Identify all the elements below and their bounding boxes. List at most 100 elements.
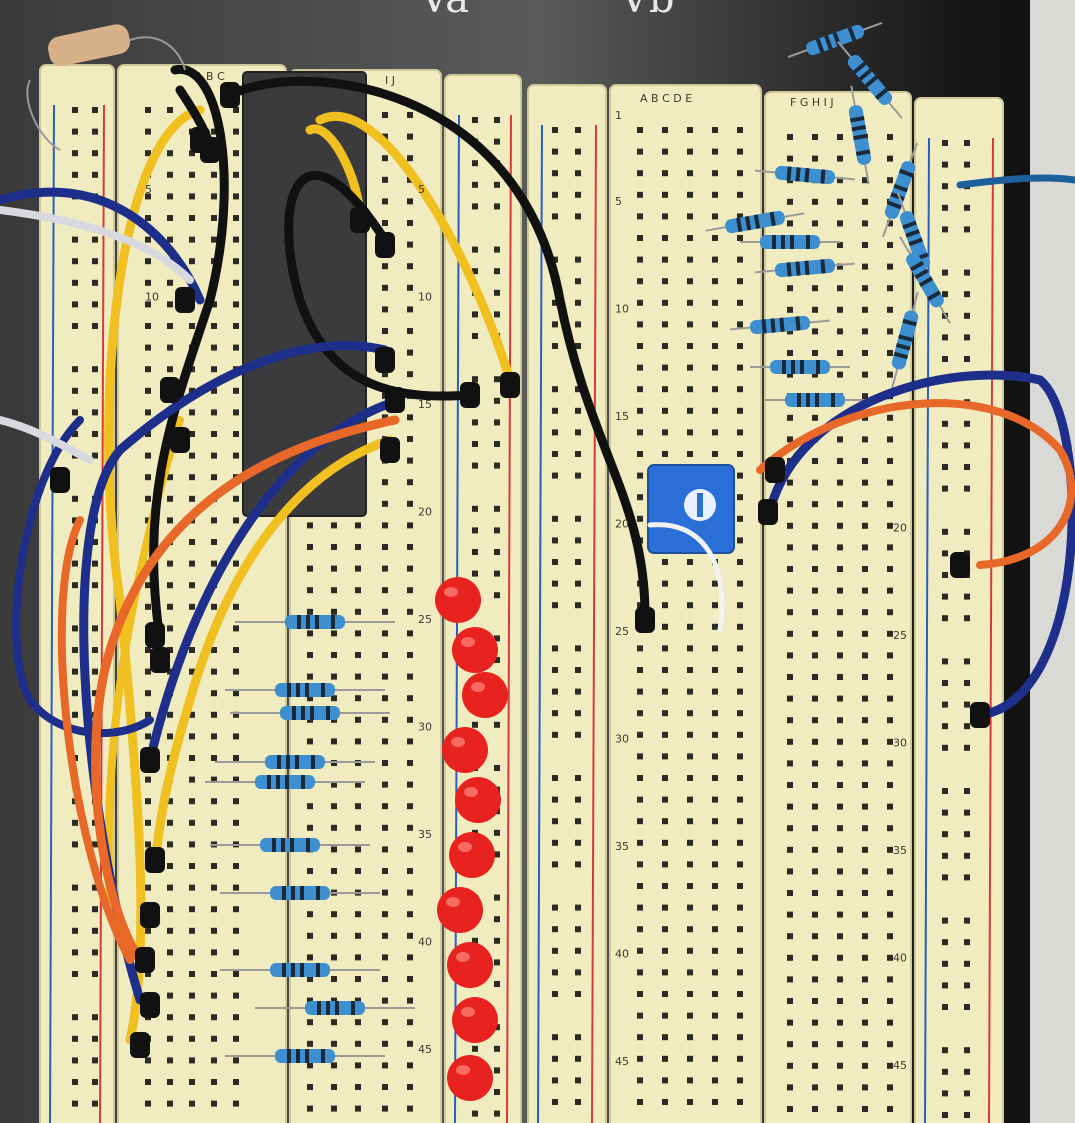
potentiometer[interactable] [647, 464, 735, 554]
hole [407, 760, 413, 766]
hole [737, 191, 743, 198]
hole [233, 798, 239, 805]
hole [837, 630, 843, 637]
hole [787, 911, 793, 918]
hole [787, 479, 793, 486]
resistor [750, 360, 850, 374]
hole [737, 299, 743, 306]
hole [812, 220, 818, 227]
hole [189, 215, 195, 221]
hole [737, 667, 743, 673]
hole [812, 285, 818, 292]
hole [712, 883, 718, 889]
hole [964, 593, 970, 600]
hole [145, 128, 151, 135]
hole [812, 198, 818, 205]
hole [637, 818, 643, 825]
hole [812, 328, 818, 335]
hole [145, 733, 151, 740]
hole [787, 868, 793, 875]
hole [942, 809, 948, 816]
hole [837, 998, 843, 1004]
hole [862, 566, 868, 572]
row-number: 10 [418, 291, 432, 304]
hole [307, 954, 313, 961]
hole [211, 1057, 217, 1064]
hole [575, 947, 581, 954]
hole [407, 349, 413, 356]
hole [887, 630, 893, 637]
hole [862, 1084, 868, 1091]
row-number: 25 [893, 629, 907, 642]
hole [382, 522, 388, 529]
hole [712, 861, 718, 868]
hole [862, 1062, 868, 1069]
hole [637, 321, 643, 328]
hole [964, 615, 970, 622]
hole [189, 884, 195, 891]
hole [233, 344, 239, 351]
hole [862, 782, 868, 788]
hole [575, 1055, 581, 1062]
hole [382, 306, 388, 313]
hole [189, 949, 195, 956]
hole [472, 311, 478, 318]
wire-orange [756, 399, 1075, 569]
hole [637, 904, 643, 911]
terminal-strip [764, 91, 912, 1123]
hole [233, 647, 239, 653]
hole [355, 565, 361, 572]
hole [662, 688, 668, 695]
hole [233, 625, 239, 632]
hole [189, 819, 195, 826]
hole [637, 775, 643, 781]
hole [662, 1055, 668, 1062]
hole [575, 839, 581, 846]
hole [787, 738, 793, 745]
hole [687, 191, 693, 198]
label-va: Va [419, 0, 469, 22]
hole [382, 220, 388, 226]
hole [382, 1040, 388, 1047]
hole [92, 431, 98, 437]
hole [887, 760, 893, 767]
hole [942, 788, 948, 794]
hole [233, 387, 239, 394]
hole [72, 560, 78, 567]
hole [887, 717, 893, 724]
hole [575, 796, 581, 803]
hole [662, 407, 668, 414]
hole [167, 647, 173, 653]
hole [662, 364, 668, 371]
hole [382, 544, 388, 550]
hole [382, 976, 388, 982]
hole [687, 429, 693, 436]
wire-plug [135, 947, 155, 973]
hole [72, 301, 78, 308]
hole [72, 517, 78, 524]
hole [92, 301, 98, 308]
hole [407, 1062, 413, 1069]
hole [233, 1035, 239, 1042]
hole [211, 128, 217, 135]
hole [837, 285, 843, 292]
hole [233, 992, 239, 999]
hole [837, 242, 843, 248]
hole [737, 645, 743, 652]
hole [92, 668, 98, 675]
hole [687, 926, 693, 933]
hole [145, 668, 151, 675]
led [447, 942, 493, 988]
hole [687, 839, 693, 846]
hole [331, 587, 337, 594]
hole [355, 630, 361, 637]
hole [812, 868, 818, 875]
hole [812, 587, 818, 594]
hole [837, 306, 843, 313]
hole [687, 623, 693, 630]
hole [812, 630, 818, 637]
row-number: 20 [615, 518, 629, 531]
hole [407, 652, 413, 658]
hole [331, 630, 337, 637]
hole [382, 284, 388, 291]
